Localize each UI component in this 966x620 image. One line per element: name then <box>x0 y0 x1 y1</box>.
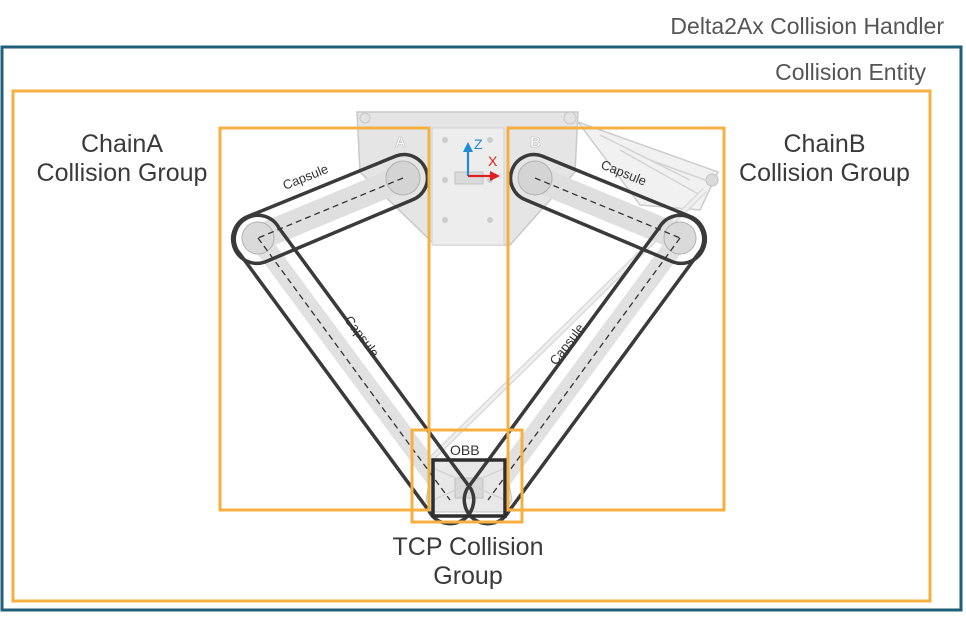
handler-title: Delta2Ax Collision Handler <box>670 13 944 39</box>
capsule-centerlines <box>257 177 681 501</box>
chain-b-title: ChainB Collision Group <box>722 130 927 188</box>
chain-a-group-box <box>218 126 431 512</box>
tcp-group-box <box>410 428 524 524</box>
chain-b-group-box <box>506 126 726 512</box>
obb-label: OBB <box>450 442 480 458</box>
tcp-title-line1: TCP Collision <box>392 533 544 561</box>
chain-a-title: ChainA Collision Group <box>22 130 222 188</box>
tcp-title-line2: Group <box>433 561 503 590</box>
group-boxes <box>11 89 932 603</box>
tcp-title: TCP Collision Group <box>368 533 568 591</box>
chain-b-title-line2: Collision Group <box>739 158 910 187</box>
plate-letter-b: B <box>530 134 541 151</box>
axis-x-label: X <box>488 153 498 169</box>
collision-entity-box <box>11 89 932 603</box>
chain-a-title-line1: ChainA <box>81 130 163 158</box>
coordinate-axes-icon <box>463 142 500 181</box>
axis-z-label: Z <box>474 136 483 152</box>
obb-box <box>431 458 507 518</box>
chain-a-title-line2: Collision Group <box>36 158 208 187</box>
chain-b-title-line1: ChainB <box>783 130 866 158</box>
entity-title: Collision Entity <box>775 59 926 85</box>
capsule-label-a-upper: Capsule <box>281 161 331 193</box>
plate-letter-a: A <box>395 134 406 151</box>
handler-border <box>0 45 963 612</box>
